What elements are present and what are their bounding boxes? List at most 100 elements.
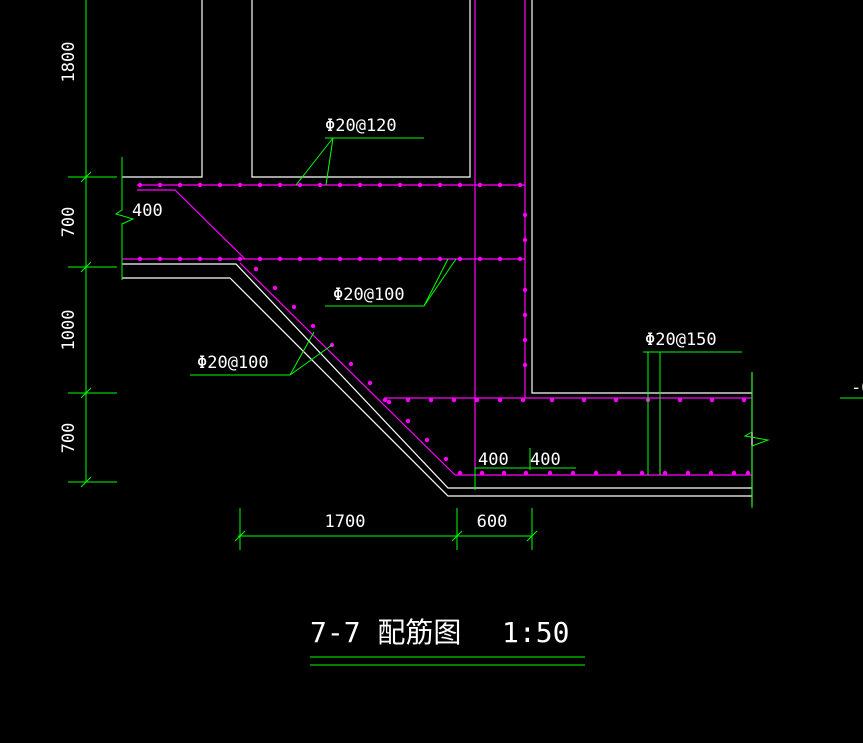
dim-slash	[80, 476, 92, 488]
rebar-dot	[297, 256, 303, 262]
vertical-dimension-texts: 1800 700 1000 700	[59, 42, 79, 454]
rebar-dot	[367, 380, 373, 386]
rebar-dot	[437, 182, 443, 188]
rebar-dot	[708, 470, 714, 476]
rebar-label-slope: Φ20@100	[197, 353, 269, 373]
rebar-dot	[377, 182, 383, 188]
rebar-dot	[382, 397, 388, 403]
dim-label-400-bottom-left: 400	[478, 450, 509, 470]
rebar-dot	[522, 362, 528, 368]
rebar-dot	[253, 266, 259, 272]
rebar-dot	[522, 287, 528, 293]
rebar-dot	[157, 256, 163, 262]
rebar-dot	[177, 256, 183, 262]
drawing-title-block: 7-7 配筋图 1:50	[310, 616, 569, 649]
dim-slash	[80, 171, 92, 183]
break-line-left	[114, 157, 135, 280]
rebar-dot	[709, 397, 715, 403]
rebar-dot	[497, 182, 503, 188]
rebar-dot	[277, 256, 283, 262]
rebar-dot	[616, 470, 622, 476]
rebar-dot	[479, 470, 485, 476]
dim-label-1800: 1800	[59, 42, 79, 83]
rebar-dot	[517, 256, 523, 262]
dim-label-1700: 1700	[325, 512, 366, 532]
rebar-dot	[217, 182, 223, 188]
dim-label-700-bottom: 700	[59, 423, 79, 454]
rebar-dots	[137, 182, 751, 476]
slope-inner-line	[122, 277, 752, 497]
drawing-title: 7-7 配筋图	[310, 616, 461, 649]
rebar-dot	[197, 256, 203, 262]
rebar-dot	[357, 182, 363, 188]
rebar-dot	[397, 182, 403, 188]
rebar-dot	[477, 256, 483, 262]
dim-label-600: 600	[477, 512, 508, 532]
rebar-dot	[497, 397, 503, 403]
rebar-dot	[337, 182, 343, 188]
dim-label-1000: 1000	[59, 310, 79, 351]
rebar-dot	[424, 437, 430, 443]
rebar-dot	[581, 397, 587, 403]
rebar-dot	[237, 256, 243, 262]
rebar-dot	[549, 397, 555, 403]
rebar-dot	[522, 237, 528, 243]
break-line-right	[743, 372, 770, 508]
rebar-dot	[639, 470, 645, 476]
rebar-top-diagonal	[137, 189, 246, 260]
rebar-dot	[570, 470, 576, 476]
rebar-dot	[731, 470, 737, 476]
rebar-dot	[593, 470, 599, 476]
rebar-dot	[457, 470, 463, 476]
rebar-dot	[337, 256, 343, 262]
rebar-dot	[237, 182, 243, 188]
rebar-dot	[517, 182, 523, 188]
concrete-outline	[122, 0, 753, 506]
rebar-dot	[348, 361, 354, 367]
rebar-dot	[377, 256, 383, 262]
rebar-dot	[386, 399, 392, 405]
rebar-dot	[257, 182, 263, 188]
leader-slope-2	[289, 344, 333, 376]
rebar-dot	[677, 397, 683, 403]
rebar-dot	[197, 182, 203, 188]
rebar-dot	[474, 397, 480, 403]
rebar-label-middle: Φ20@100	[333, 285, 405, 305]
rebar-dot	[177, 182, 183, 188]
leader-middle-1	[423, 258, 449, 307]
rebar-dot	[405, 397, 411, 403]
rebar-dot	[437, 256, 443, 262]
dim-slash	[234, 530, 246, 542]
rebar-dot	[685, 470, 691, 476]
rebar-dot	[497, 256, 503, 262]
dim-slash	[80, 261, 92, 273]
dim-slash	[80, 387, 92, 399]
rebar-dot	[457, 256, 463, 262]
rebar-dot	[137, 256, 143, 262]
rebar-dot	[397, 256, 403, 262]
rebar-dot	[217, 256, 223, 262]
rebar-dot	[443, 456, 449, 462]
dim-label-400-left: 400	[132, 201, 163, 221]
dim-label-700-top: 700	[59, 207, 79, 238]
dimension-lines	[68, 0, 863, 666]
rebar-dot	[741, 397, 747, 403]
rebar-label-right: Φ20@150	[645, 330, 717, 350]
rebar-label-top: Φ20@120	[325, 116, 397, 136]
rebar-dot	[417, 182, 423, 188]
leader-top-1	[295, 137, 334, 186]
rebar-dot	[523, 470, 529, 476]
rebar-dot	[137, 182, 143, 188]
rebar-dot	[745, 470, 751, 476]
labels: 400 400 400 1700 600 Φ20@120 Φ20@100 Φ20…	[132, 116, 863, 532]
slope-outer-line	[122, 263, 752, 489]
rebar-dot	[457, 182, 463, 188]
rebar-dot	[428, 397, 434, 403]
rebar-dot	[477, 182, 483, 188]
rebar-dot	[522, 212, 528, 218]
rebar-dot	[317, 182, 323, 188]
rebar-dot	[522, 312, 528, 318]
rebar-slope-bar	[239, 262, 456, 476]
rebar-dot	[317, 256, 323, 262]
rebar-dot	[501, 470, 507, 476]
